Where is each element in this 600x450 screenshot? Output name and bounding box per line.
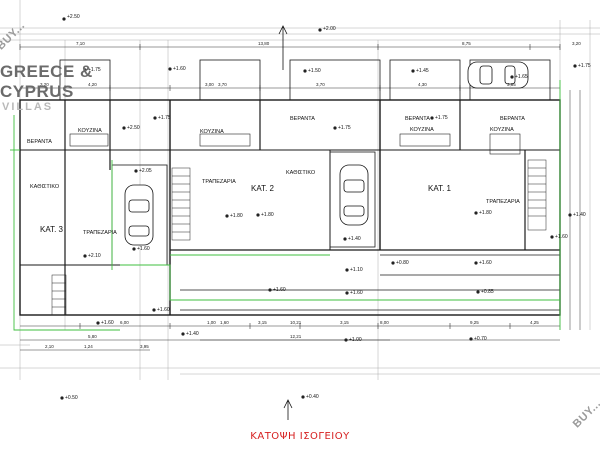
svg-text:3,20: 3,20 bbox=[40, 82, 49, 87]
svg-text:1,24: 1,24 bbox=[84, 344, 93, 349]
svg-text:3,00: 3,00 bbox=[205, 82, 214, 87]
svg-text:3,20: 3,20 bbox=[572, 41, 581, 46]
room-kitchen: ΚΟΥΖΙΝΑ bbox=[78, 128, 102, 134]
kitchen-counters bbox=[69, 133, 521, 155]
svg-text:+2.50: +2.50 bbox=[127, 125, 140, 131]
watermark-line1: GREECE & bbox=[0, 62, 93, 81]
svg-text:1,60: 1,60 bbox=[220, 320, 229, 325]
svg-text:+0.70: +0.70 bbox=[474, 336, 487, 342]
svg-text:+1.75: +1.75 bbox=[338, 125, 351, 131]
room-dining: ΤΡΑΠΕΖΑΡΙΑ bbox=[486, 199, 520, 205]
svg-text:5,80: 5,80 bbox=[88, 334, 97, 339]
unit-label: ΚΑΤ. 2 bbox=[251, 184, 275, 193]
svg-text:+1.45: +1.45 bbox=[416, 68, 429, 74]
svg-text:+1.65: +1.65 bbox=[515, 74, 528, 80]
svg-text:+1.60: +1.60 bbox=[157, 307, 170, 313]
svg-text:+1.10: +1.10 bbox=[350, 267, 363, 273]
svg-text:+1.60: +1.60 bbox=[173, 66, 186, 72]
svg-text:3,15: 3,15 bbox=[258, 320, 267, 325]
svg-text:1,00: 1,00 bbox=[207, 320, 216, 325]
room-dining: ΤΡΑΠΕΖΑΡΙΑ bbox=[83, 230, 117, 236]
car-icon bbox=[124, 184, 154, 246]
watermark-line2: CYPRUS bbox=[0, 82, 74, 101]
svg-text:+1.75: +1.75 bbox=[578, 63, 591, 69]
svg-text:+1.40: +1.40 bbox=[573, 212, 586, 218]
axis-lines bbox=[0, 0, 600, 380]
svg-text:3,70: 3,70 bbox=[218, 82, 227, 87]
level-labels: +2.50 +2.00 +1.75 +1.60 +1.50 +1.45 +1.6… bbox=[65, 14, 591, 401]
svg-text:4,30: 4,30 bbox=[418, 82, 427, 87]
room-kitchen: ΚΟΥΖΙΝΑ bbox=[410, 127, 434, 133]
room-labels: ΚΟΥΖΙΝΑ ΚΟΥΖΙΝΑ ΚΟΥΖΙΝΑ ΚΟΥΖΙΝΑ ΒΕΡΑΝΤΑ … bbox=[27, 116, 525, 236]
room-veranda: ΒΕΡΑΝΤΑ bbox=[500, 116, 525, 122]
svg-text:+0.80: +0.80 bbox=[396, 260, 409, 266]
room-living: ΚΑΘΙΣΤΙΚΟ bbox=[286, 170, 316, 176]
svg-text:12,21: 12,21 bbox=[290, 334, 302, 339]
svg-text:+1.80: +1.80 bbox=[230, 213, 243, 219]
svg-text:+1.75: +1.75 bbox=[158, 115, 171, 121]
svg-text:+2.50: +2.50 bbox=[67, 14, 80, 20]
svg-text:13,80: 13,80 bbox=[258, 41, 270, 46]
svg-text:3,95: 3,95 bbox=[140, 344, 149, 349]
room-dining: ΤΡΑΠΕΖΑΡΙΑ bbox=[202, 179, 236, 185]
svg-text:+1.75: +1.75 bbox=[435, 115, 448, 121]
svg-text:+1.60: +1.60 bbox=[101, 320, 114, 326]
svg-text:10,21: 10,21 bbox=[290, 320, 302, 325]
svg-text:4,20: 4,20 bbox=[88, 82, 97, 87]
svg-text:+1.60: +1.60 bbox=[137, 246, 150, 252]
svg-text:+1.60: +1.60 bbox=[273, 287, 286, 293]
room-living: ΚΑΘΙΣΤΙΚΟ bbox=[30, 184, 60, 190]
svg-text:+2.10: +2.10 bbox=[88, 253, 101, 259]
car-icon bbox=[339, 164, 369, 226]
svg-text:+1.75: +1.75 bbox=[88, 67, 101, 73]
room-kitchen: ΚΟΥΖΙΝΑ bbox=[490, 127, 514, 133]
svg-text:+2.00: +2.00 bbox=[323, 26, 336, 32]
stairs bbox=[51, 159, 547, 316]
svg-text:+0.50: +0.50 bbox=[65, 395, 78, 401]
car-icon bbox=[467, 61, 529, 89]
svg-text:+2.05: +2.05 bbox=[139, 168, 152, 174]
svg-text:+1.80: +1.80 bbox=[479, 210, 492, 216]
unit-label: ΚΑΤ. 3 bbox=[40, 225, 64, 234]
svg-text:8,00: 8,00 bbox=[380, 320, 389, 325]
svg-text:+1.00: +1.00 bbox=[349, 337, 362, 343]
svg-text:4,25: 4,25 bbox=[530, 320, 539, 325]
watermark-line3: VILLAS bbox=[2, 101, 54, 113]
svg-text:+1.80: +1.80 bbox=[261, 212, 274, 218]
svg-text:+1.60: +1.60 bbox=[350, 290, 363, 296]
unit-label: ΚΑΤ. 1 bbox=[428, 184, 452, 193]
walls bbox=[19, 59, 561, 316]
svg-text:+1.60: +1.60 bbox=[555, 234, 568, 240]
svg-text:3,15: 3,15 bbox=[340, 320, 349, 325]
svg-text:3,85: 3,85 bbox=[507, 82, 516, 87]
north-arrow-icon bbox=[278, 25, 293, 420]
room-kitchen: ΚΟΥΖΙΝΑ bbox=[200, 129, 224, 135]
drawing-title: ΚΑΤΟΨΗ ΙΣΟΓΕΙΟΥ bbox=[250, 431, 350, 442]
level-markers bbox=[60, 17, 577, 400]
svg-text:+1.40: +1.40 bbox=[186, 331, 199, 337]
svg-text:+0.40: +0.40 bbox=[306, 394, 319, 400]
svg-text:+1.40: +1.40 bbox=[348, 236, 361, 242]
svg-text:3,70: 3,70 bbox=[316, 82, 325, 87]
svg-text:+1.60: +1.60 bbox=[479, 260, 492, 266]
dimension-labels: 7,10 13,80 8,75 3,20 4,20 3,70 3,70 4,30… bbox=[40, 41, 581, 349]
room-veranda: ΒΕΡΑΝΤΑ bbox=[27, 139, 52, 145]
room-veranda: ΒΕΡΑΝΤΑ bbox=[405, 116, 430, 122]
svg-text:9,25: 9,25 bbox=[470, 320, 479, 325]
svg-text:2,10: 2,10 bbox=[45, 344, 54, 349]
boundary-green bbox=[10, 80, 561, 331]
svg-text:8,75: 8,75 bbox=[462, 41, 471, 46]
room-veranda: ΒΕΡΑΝΤΑ bbox=[290, 116, 315, 122]
svg-text:+0.85: +0.85 bbox=[481, 289, 494, 295]
svg-text:7,10: 7,10 bbox=[76, 41, 85, 46]
svg-text:+1.50: +1.50 bbox=[308, 68, 321, 74]
svg-text:6,00: 6,00 bbox=[120, 320, 129, 325]
